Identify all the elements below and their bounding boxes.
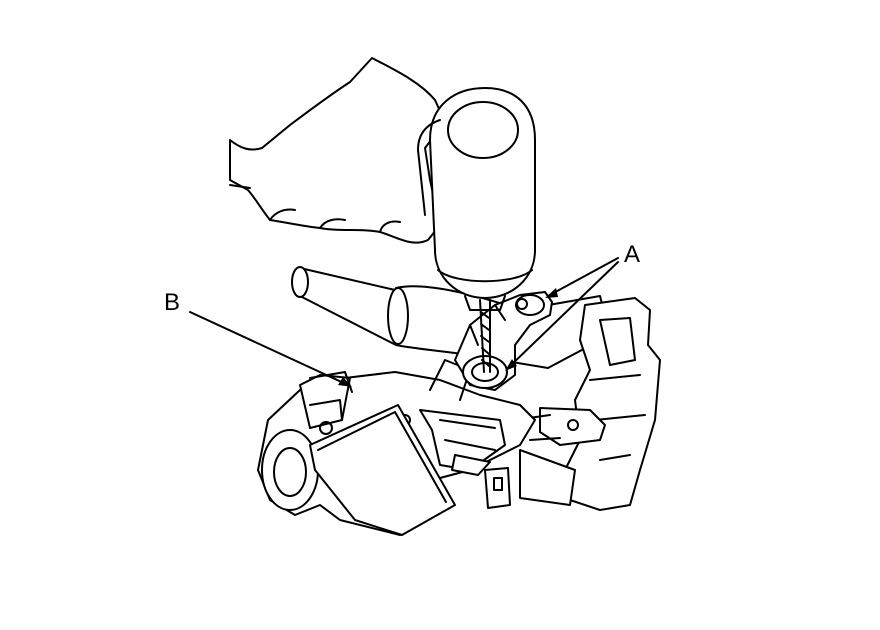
callout-a: A bbox=[505, 241, 640, 371]
callout-a-arrowhead-upper bbox=[545, 288, 558, 298]
callout-a-label: A bbox=[624, 241, 640, 268]
ignition-switch-assembly bbox=[257, 359, 536, 536]
callout-b-label: B bbox=[164, 289, 180, 316]
callout-b-leader bbox=[189, 311, 349, 386]
column-bracket bbox=[484, 297, 661, 511]
callout-a-leader-upper bbox=[547, 257, 619, 297]
callout-b: B bbox=[164, 289, 352, 387]
callout-a-arrowhead-lower bbox=[505, 359, 517, 371]
hand-holding-drill bbox=[229, 57, 446, 244]
drill-body bbox=[417, 87, 536, 311]
drill-bit bbox=[479, 299, 491, 373]
callout-b-arrowhead bbox=[338, 377, 352, 387]
callout-a-leader-lower bbox=[507, 261, 619, 369]
